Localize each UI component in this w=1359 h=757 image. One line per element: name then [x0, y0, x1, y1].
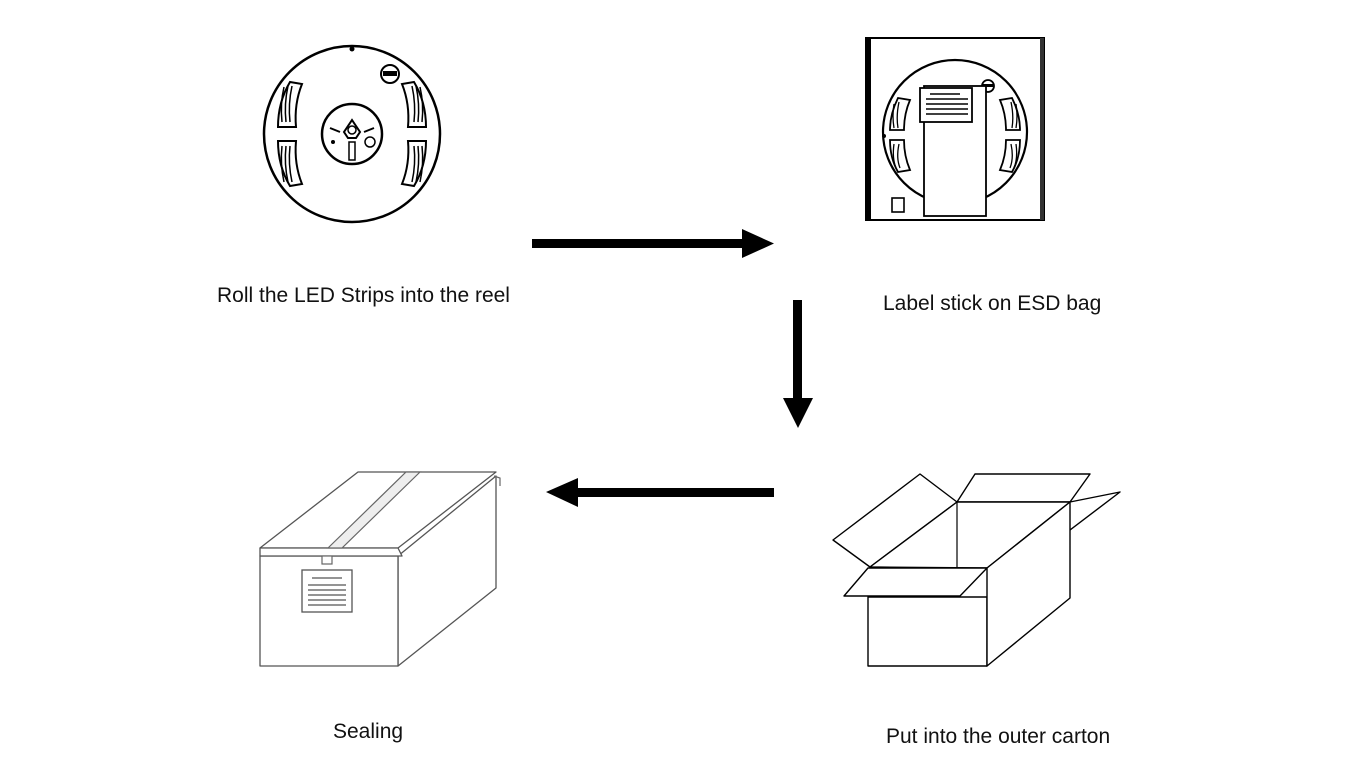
sealed-carton-icon: [259, 471, 501, 667]
step-label-sealing: Sealing: [333, 720, 404, 743]
esd-bag-illustration: [864, 36, 1046, 222]
step-label-outer-carton: Put into the outer carton: [886, 725, 1111, 748]
arrow-left: [546, 476, 776, 510]
arrow-left-icon: [546, 478, 774, 507]
sealed-carton-illustration: [258, 470, 502, 670]
arrow-down: [780, 300, 816, 430]
open-carton-icon: [832, 473, 1121, 667]
arrow-down-icon: [783, 300, 813, 428]
arrow-right: [532, 227, 776, 261]
reel-illustration: [260, 42, 444, 226]
reel-icon: [262, 44, 442, 224]
open-carton-illustration: [830, 470, 1122, 670]
arrow-right-icon: [532, 229, 774, 258]
step-label-label-stick: Label stick on ESD bag: [883, 292, 1102, 315]
esd-bag-icon: [865, 37, 1045, 221]
step-label-roll: Roll the LED Strips into the reel: [217, 284, 510, 307]
